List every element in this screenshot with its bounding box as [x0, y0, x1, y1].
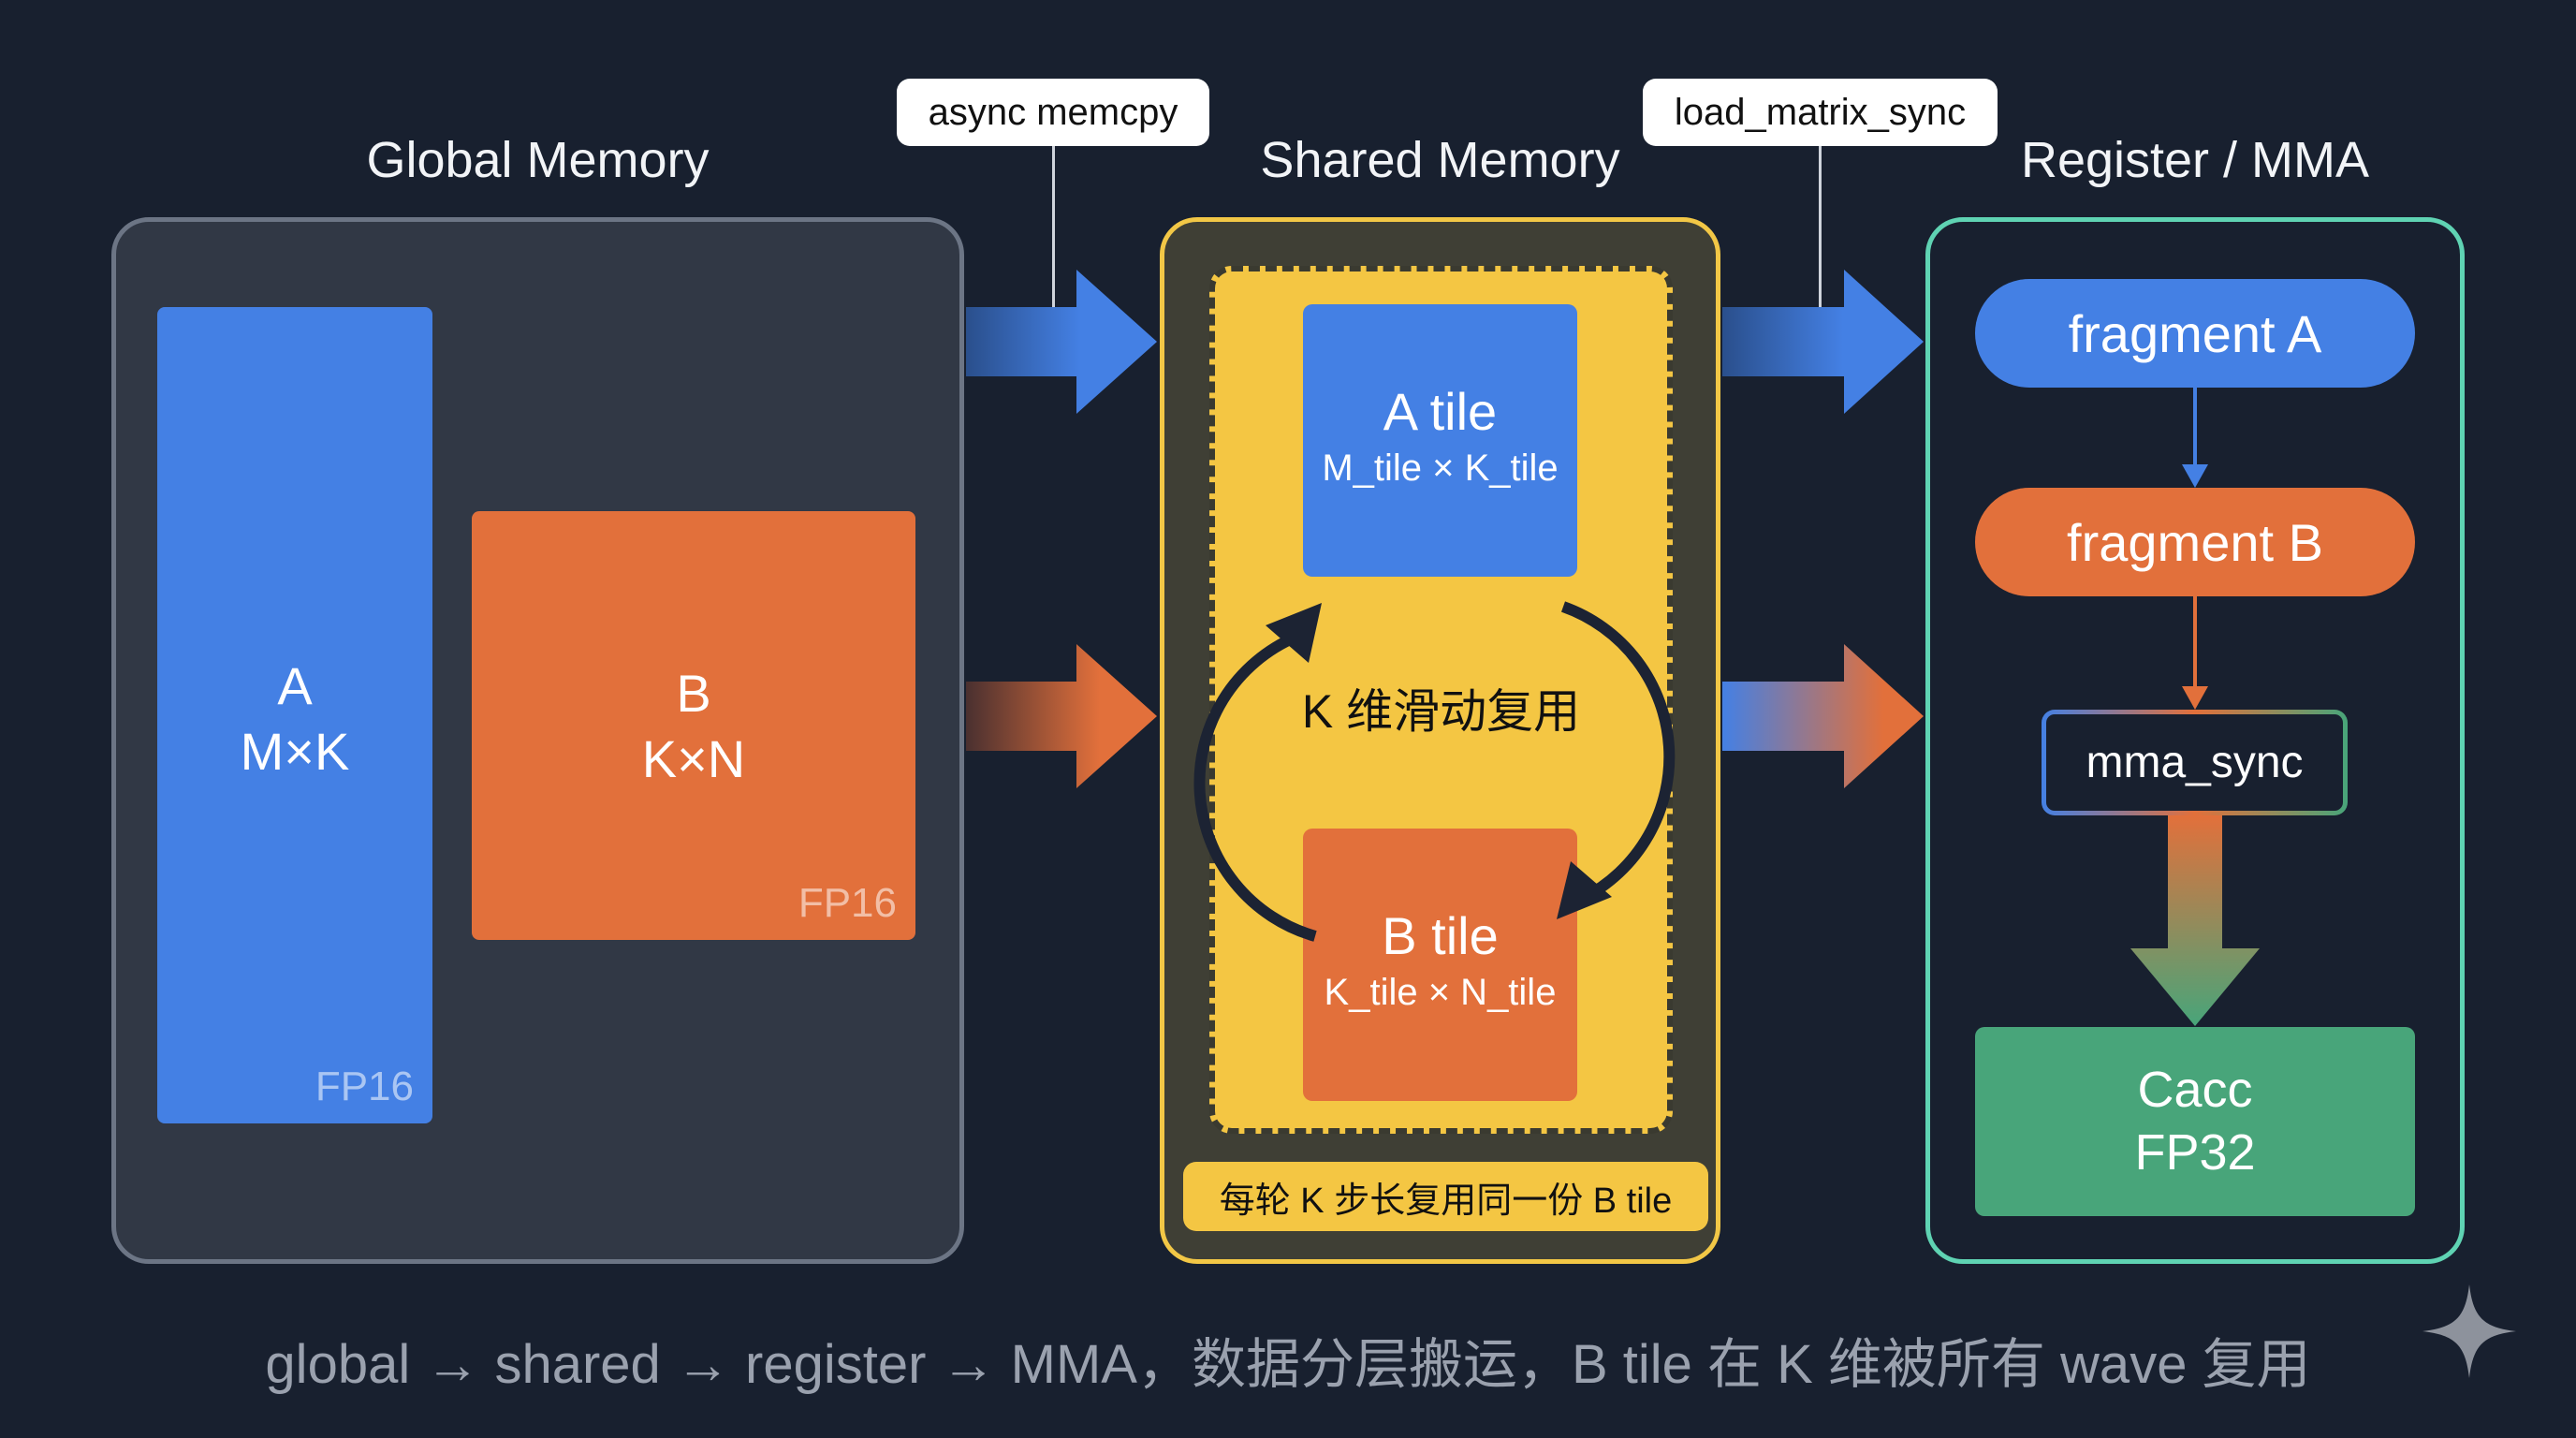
- matrix-a-block: A M×K FP16: [157, 307, 432, 1123]
- global-memory-title: Global Memory: [366, 132, 710, 188]
- b-tile-name: B tile: [1382, 906, 1499, 965]
- b-tile-reuse-note: 每轮 K 步长复用同一份 B tile: [1183, 1162, 1708, 1231]
- accumulator-name: Cacc: [2137, 1061, 2253, 1118]
- fragment-b-node: fragment B: [1975, 488, 2415, 596]
- arrow-global-to-shared-a: [966, 270, 1157, 414]
- arrow-shared-to-register-b: [1722, 644, 1924, 788]
- b-tile-shape: K_tile × N_tile: [1324, 972, 1557, 1013]
- matrix-b-block: B K×N FP16: [472, 511, 915, 940]
- arrowhead-fragment-b-to-mma: [2182, 686, 2208, 710]
- a-tile-name: A tile: [1383, 382, 1498, 441]
- register-mma-panel: [1925, 217, 2465, 1264]
- arrowhead-fragment-a-to-b: [2182, 464, 2208, 488]
- shared-memory-title: Shared Memory: [1260, 132, 1620, 188]
- matrix-b-name: B: [676, 664, 711, 723]
- matrix-a-shape: M×K: [240, 722, 350, 781]
- arrow-mma-to-accumulator: [2130, 815, 2260, 1026]
- load-matrix-sync-label: load_matrix_sync: [1643, 79, 1998, 146]
- matrix-b-dtype: FP16: [798, 880, 897, 926]
- a-tile-shape: M_tile × K_tile: [1322, 448, 1559, 489]
- load-matrix-sync-leader: [1819, 146, 1822, 307]
- a-tile-block: A tile M_tile × K_tile: [1303, 304, 1577, 577]
- cycle-arrowhead-up: [1266, 603, 1322, 663]
- cycle-arrowhead-down: [1557, 861, 1612, 919]
- async-memcpy-label: async memcpy: [897, 79, 1209, 146]
- arrow-shared-to-register-a: [1722, 270, 1924, 414]
- diagram-caption: global → shared → register → MMA，数据分层搬运，…: [265, 1334, 2311, 1395]
- accumulator-block: Cacc FP32: [1975, 1027, 2415, 1216]
- arrow-global-to-shared-b: [966, 644, 1157, 788]
- mma-sync-node: mma_sync: [2042, 710, 2348, 815]
- matrix-a-dtype: FP16: [315, 1064, 414, 1109]
- async-memcpy-leader: [1052, 146, 1055, 307]
- sparkle-icon: [2422, 1284, 2516, 1378]
- matrix-b-shape: K×N: [641, 729, 746, 788]
- matrix-a-name: A: [277, 656, 313, 715]
- b-tile-block: B tile K_tile × N_tile: [1303, 829, 1577, 1101]
- register-mma-title: Register / MMA: [2020, 132, 2370, 188]
- cycle-arrow-down-icon: [1560, 601, 1676, 904]
- accumulator-dtype: FP32: [2134, 1124, 2256, 1181]
- cycle-arrow-up-icon: [1193, 631, 1317, 942]
- k-sliding-reuse-label: K 维滑动复用: [1301, 685, 1581, 738]
- fragment-a-node: fragment A: [1975, 279, 2415, 388]
